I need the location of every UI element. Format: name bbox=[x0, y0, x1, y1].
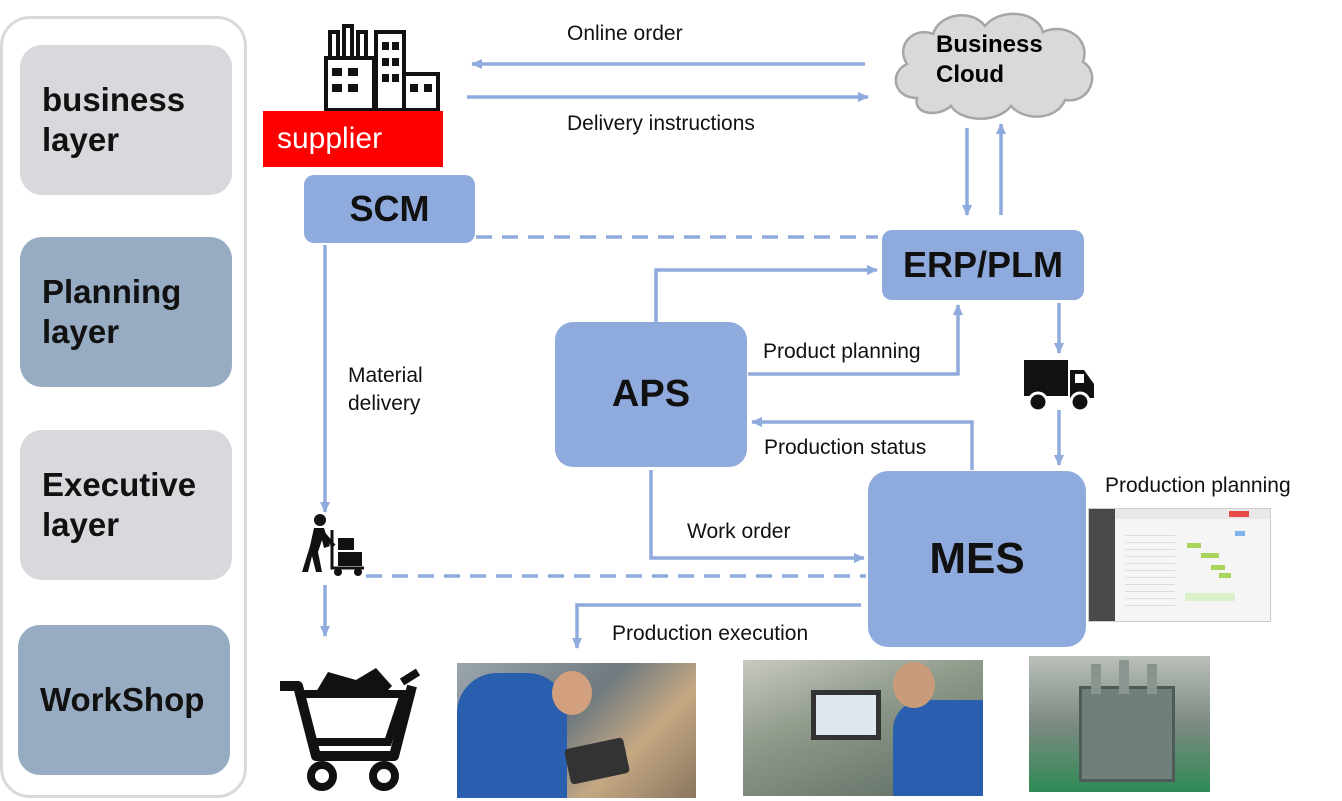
scm-label: SCM bbox=[349, 188, 430, 229]
arrow-work-order bbox=[649, 470, 865, 563]
layer-business-line2: layer bbox=[42, 121, 120, 158]
erp-plm-node: ERP/PLM bbox=[882, 230, 1084, 300]
layer-executive-line2: layer bbox=[42, 506, 120, 543]
arrow-production-execution bbox=[572, 603, 861, 649]
layer-executive-line1: Executive bbox=[42, 466, 197, 503]
layer-planning-line2: layer bbox=[42, 313, 120, 350]
arrow-production-status bbox=[751, 417, 974, 470]
factory-icon bbox=[324, 24, 440, 112]
label-material-delivery-line2: delivery bbox=[348, 392, 421, 415]
label-product-planning: Product planning bbox=[763, 340, 921, 363]
layer-business-line1: business bbox=[42, 81, 186, 118]
truck-icon bbox=[1024, 360, 1094, 413]
production-planning-screenshot bbox=[1088, 508, 1271, 622]
erp-plm-label: ERP/PLM bbox=[902, 244, 1063, 285]
workshop-photo-terminal bbox=[743, 660, 983, 796]
scm-node: SCM bbox=[304, 175, 475, 243]
label-work-order: Work order bbox=[687, 520, 791, 543]
label-material-delivery: Material delivery bbox=[348, 362, 423, 418]
arrow-aps-to-erp bbox=[654, 265, 878, 322]
cloud-label-line1: Business bbox=[936, 31, 1043, 58]
cloud-label: Business Cloud bbox=[936, 30, 1043, 90]
supplier-label: supplier bbox=[263, 111, 443, 167]
aps-node: APS bbox=[555, 322, 747, 467]
label-online-order: Online order bbox=[567, 22, 683, 45]
mes-node: MES bbox=[868, 471, 1086, 647]
label-production-status: Production status bbox=[764, 436, 927, 459]
hand-truck-worker-icon bbox=[302, 514, 364, 576]
arrow-product-planning bbox=[748, 304, 963, 376]
label-production-planning: Production planning bbox=[1105, 474, 1291, 497]
workshop-photo-transformer bbox=[1029, 656, 1210, 792]
layer-workshop-line1: WorkShop bbox=[40, 681, 205, 718]
label-material-delivery-line1: Material bbox=[348, 364, 423, 387]
layer-workshop: WorkShop bbox=[18, 625, 230, 775]
label-production-execution: Production execution bbox=[612, 622, 809, 645]
label-delivery-instructions: Delivery instructions bbox=[567, 112, 755, 135]
shopping-cart-icon bbox=[280, 668, 421, 791]
cloud-label-line2: Cloud bbox=[936, 61, 1004, 88]
layer-planning-line1: Planning bbox=[42, 273, 182, 310]
workshop-photo-tablet bbox=[457, 663, 696, 798]
mes-label: MES bbox=[929, 534, 1025, 583]
aps-label: APS bbox=[611, 373, 691, 415]
cloud-icon bbox=[894, 12, 1094, 120]
